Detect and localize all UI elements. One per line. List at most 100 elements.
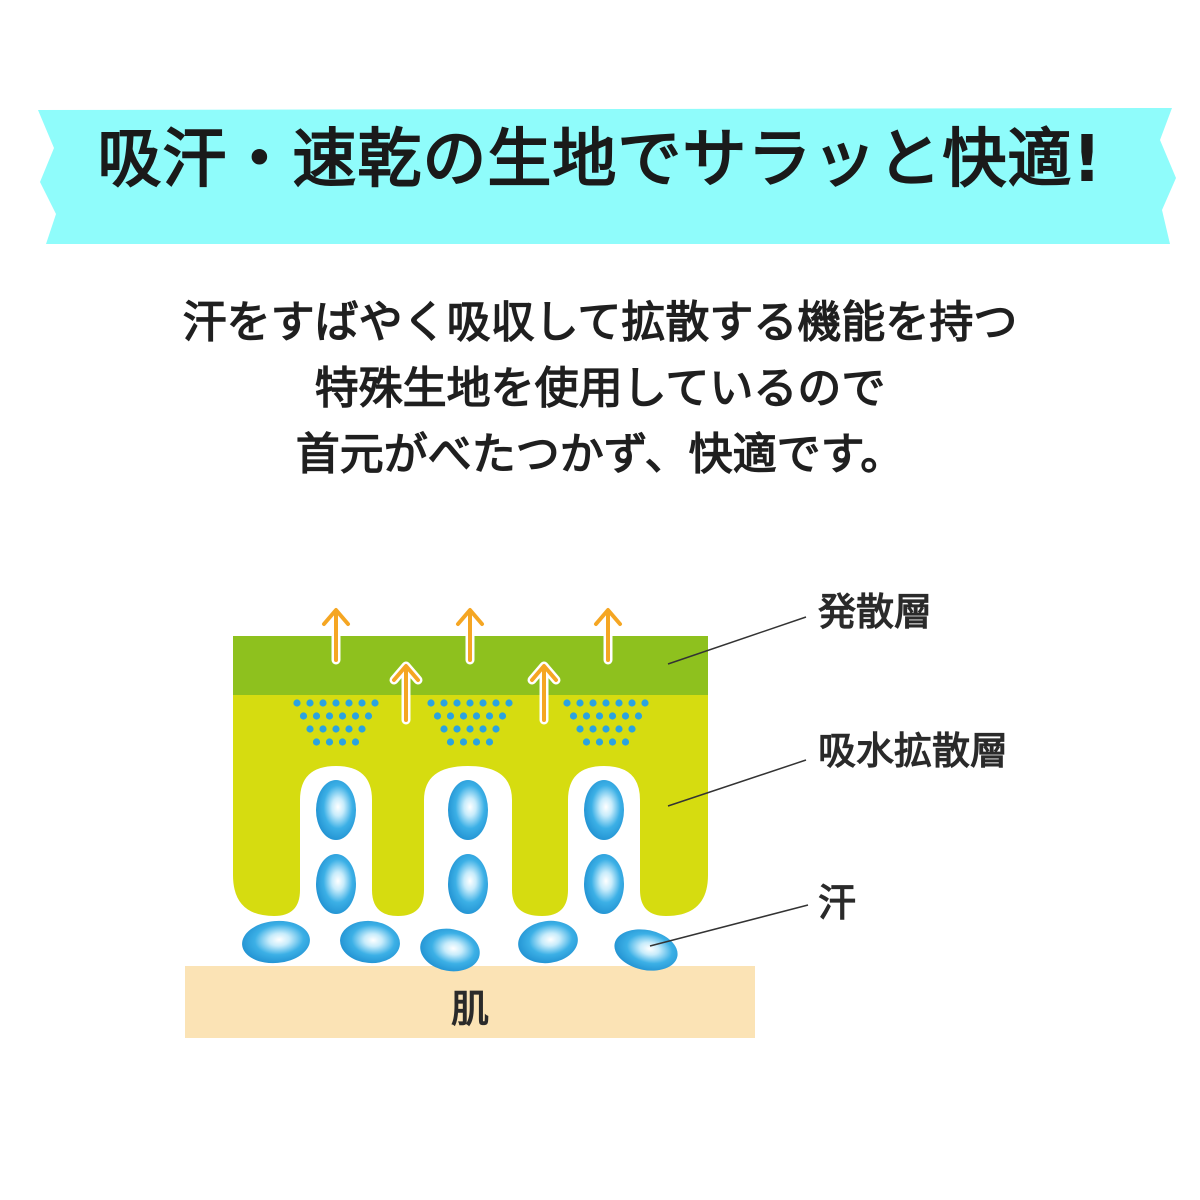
moisture-dot [485,712,494,720]
moisture-dot [492,725,500,733]
sweat-droplets [242,780,678,972]
leader-line-absorb [667,759,807,807]
sweat-label: 汗 [818,881,856,925]
moisture-dot [582,738,591,746]
moisture-dot [299,712,308,720]
description-line-1: 汗をすばやく吸収して拡散する機能を持つ [182,297,1018,348]
moisture-dot [319,725,327,733]
sweat-droplet [316,780,356,840]
moisture-dot [446,712,455,720]
moisture-dot [628,699,636,707]
leader-line-diffusion [667,616,807,665]
moisture-dot [582,712,591,720]
moisture-dot [595,712,604,720]
moisture-dot [615,725,623,733]
moisture-dot [621,712,630,720]
moisture-dot [641,699,649,707]
moisture-dot [453,699,461,707]
description: 汗をすばやく吸収して拡散する機能を持つ 特殊生地を使用しているので 首元がべたつ… [40,290,1160,488]
moisture-dot [332,725,340,733]
moisture-dot [459,712,468,720]
moisture-dot [358,725,366,733]
moisture-dot-clusters [293,699,649,746]
moisture-dot [345,725,353,733]
moisture-dot [319,699,327,707]
sweat-droplet [584,780,624,840]
description-line-2: 特殊生地を使用しているので [314,363,886,414]
sweat-droplet [584,854,624,914]
moisture-dot [608,738,617,746]
sweat-droplet [316,854,356,914]
absorb-layer-label: 吸水拡散層 [818,729,1008,773]
moisture-dot [325,712,334,720]
up-arrow-icon [591,605,625,665]
moisture-dot [628,725,636,733]
moisture-dot [358,699,366,707]
moisture-dot [427,699,435,707]
moisture-dot [615,699,623,707]
description-line-3: 首元がべたつかず、快適です。 [295,429,905,480]
moisture-dot [440,699,448,707]
up-arrow-icon [319,605,353,665]
moisture-dot [472,712,481,720]
banner-shape [38,108,1176,244]
moisture-dot [312,712,321,720]
moisture-dot [479,725,487,733]
moisture-dot [312,738,321,746]
sweat-droplet [448,780,488,840]
moisture-dot [466,725,474,733]
moisture-dot [338,738,347,746]
moisture-dot [371,699,379,707]
moisture-dot [332,699,340,707]
moisture-dot [440,725,448,733]
up-arrow-icon [527,661,561,725]
sweat-droplet [242,920,310,964]
moisture-dot [351,712,360,720]
up-arrow-icon [389,661,423,725]
skin-label: 肌 [451,987,489,1031]
moisture-dot [433,712,442,720]
evaporation-arrows [319,605,625,725]
moisture-dot [569,712,578,720]
moisture-dot [459,738,468,746]
moisture-dot [345,699,353,707]
moisture-dot [576,725,584,733]
skin-layer [185,966,755,1038]
moisture-dot [602,725,610,733]
moisture-dot [466,699,474,707]
headline: 吸汗・速乾の生地でサラッと快適! [97,123,1103,197]
moisture-dot [595,738,604,746]
moisture-dot [485,738,494,746]
moisture-dot [446,738,455,746]
moisture-dot [351,738,360,746]
moisture-dot [563,699,571,707]
leader-line-sweat [649,904,809,947]
moisture-dot [453,725,461,733]
sweat-droplet [340,920,400,964]
moisture-dot [634,712,643,720]
moisture-dot [479,699,487,707]
sweat-droplet [448,854,488,914]
sweat-droplet [614,929,678,971]
moisture-dot [589,699,597,707]
moisture-dot [621,738,630,746]
moisture-dot [498,712,507,720]
moisture-dot [364,712,373,720]
sweat-droplet [420,928,480,972]
moisture-dot [472,738,481,746]
moisture-dot [338,712,347,720]
moisture-dot [306,699,314,707]
up-arrow-icon [453,605,487,665]
moisture-dot [325,738,334,746]
headline-banner [38,108,1176,244]
moisture-dot [589,725,597,733]
moisture-dot [492,699,500,707]
moisture-dot [576,699,584,707]
sweat-droplet [518,920,578,964]
moisture-dot [293,699,301,707]
diffusion-layer-label: 発散層 [818,590,932,634]
absorb-layer [233,695,708,916]
moisture-dot [306,725,314,733]
